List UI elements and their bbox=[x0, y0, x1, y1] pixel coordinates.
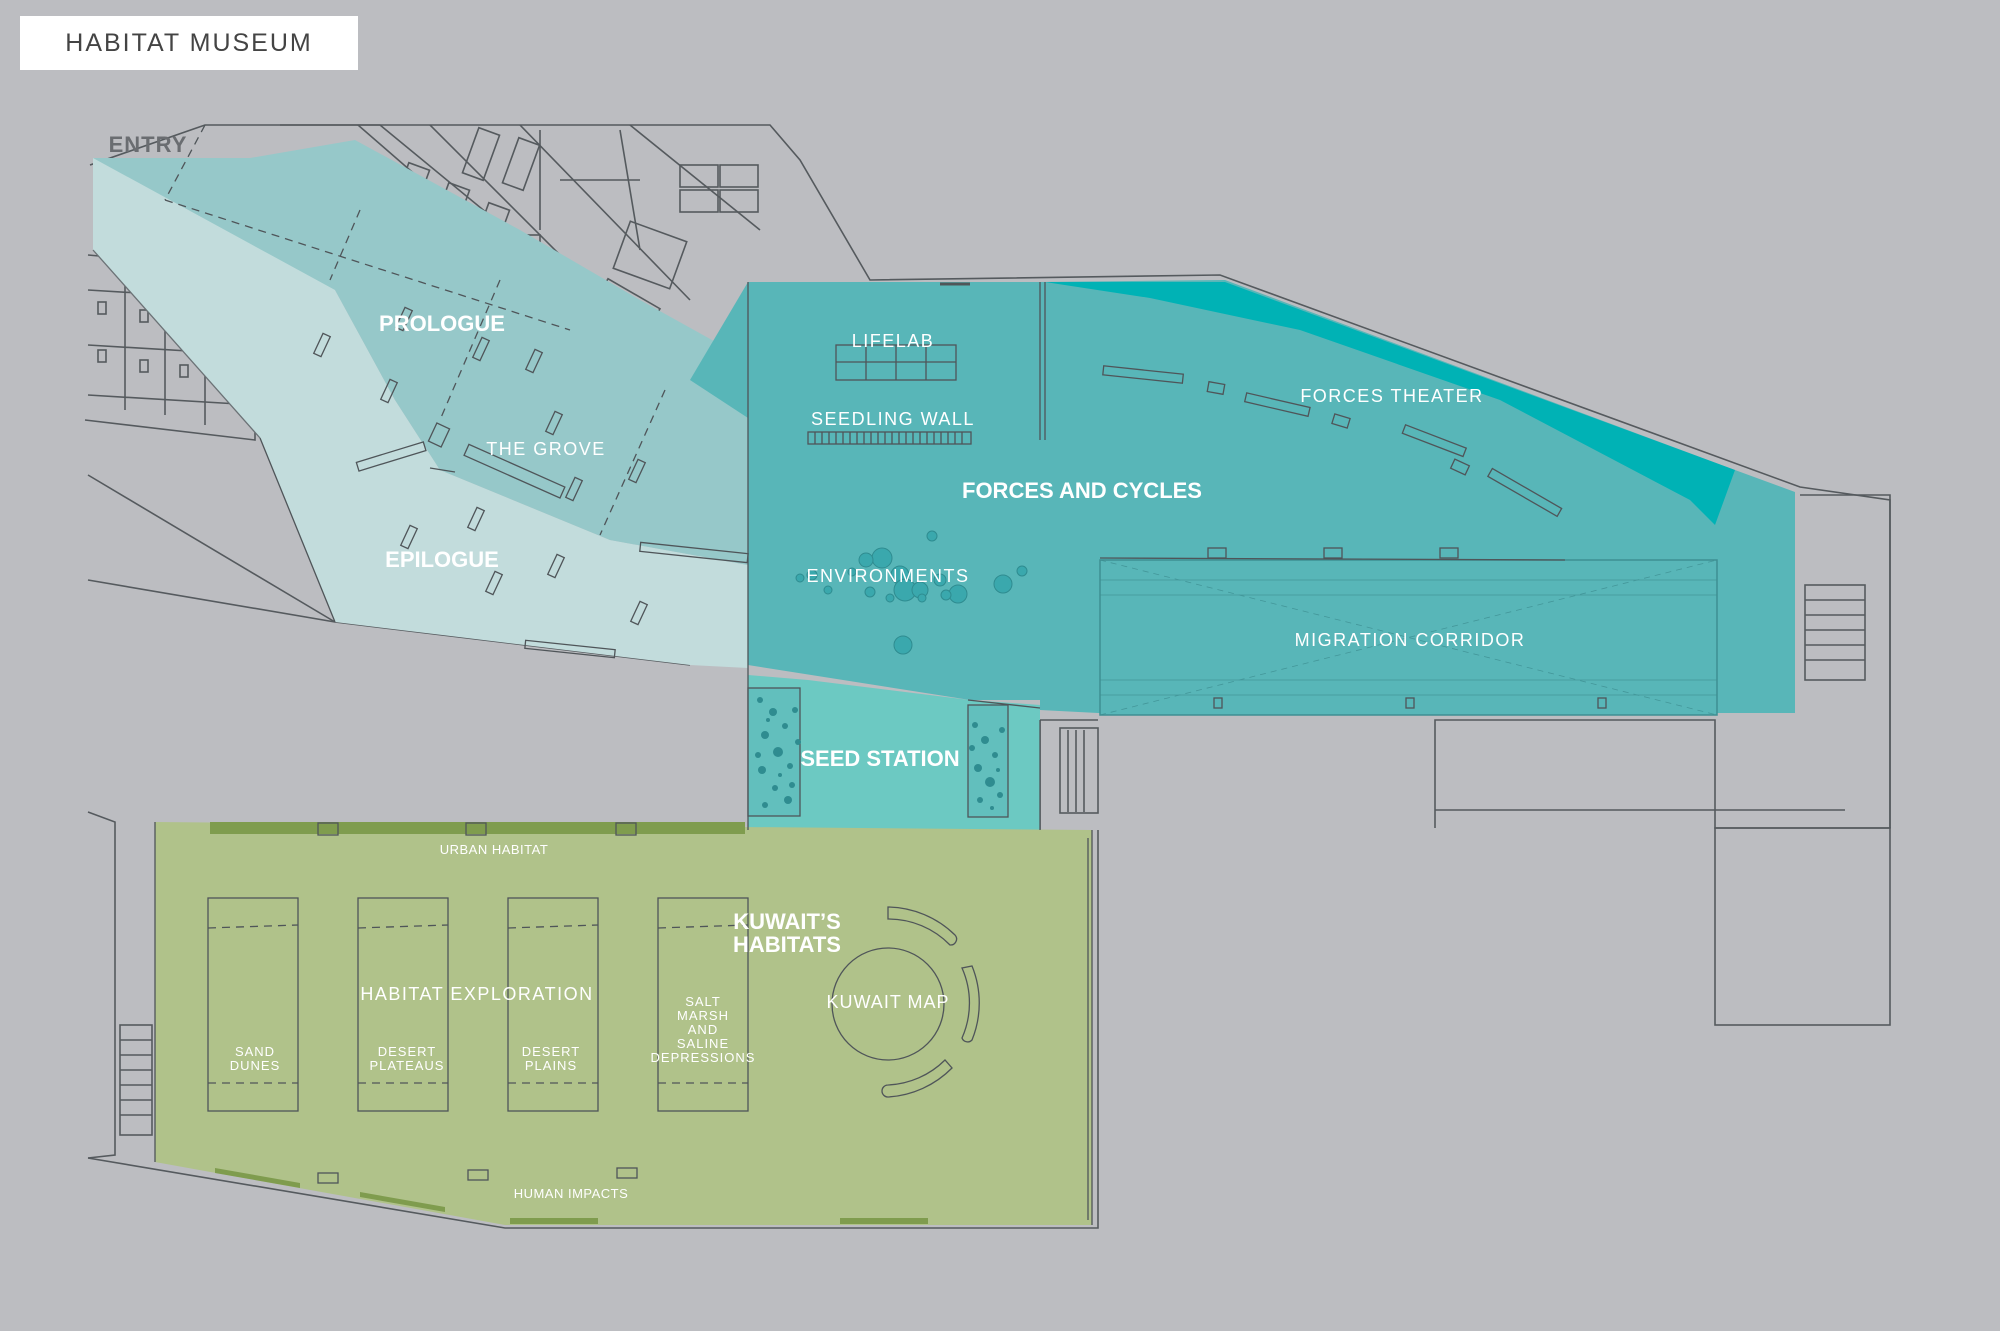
seed-station-dots bbox=[755, 697, 1005, 810]
environments-label: ENVIRONMENTS bbox=[806, 566, 969, 586]
salt-marsh-label-line5: DEPRESSIONS bbox=[651, 1050, 756, 1065]
human-impacts-walls bbox=[215, 1168, 928, 1224]
map-title: HABITAT MUSEUM bbox=[65, 28, 313, 57]
desert-plains-label-line1: DESERT bbox=[522, 1044, 581, 1059]
desert-plateaus-label-line1: DESERT bbox=[378, 1044, 437, 1059]
kuwaits-habitats-label-line2: HABITATS bbox=[733, 932, 841, 957]
salt-marsh-label-line2: MARSH bbox=[677, 1008, 729, 1023]
lifelab-label: LIFELAB bbox=[852, 331, 935, 351]
desert-plains-label-line2: PLAINS bbox=[525, 1058, 577, 1073]
lifelab-wedge bbox=[690, 282, 748, 418]
epilogue-label: EPILOGUE bbox=[385, 547, 499, 572]
kuwait-map-label: KUWAIT MAP bbox=[826, 992, 949, 1012]
sand-dunes-label-line1: SAND bbox=[235, 1044, 275, 1059]
seed-station-zone[interactable] bbox=[748, 675, 1040, 830]
forces-and-cycles-label: FORCES AND CYCLES bbox=[962, 478, 1202, 503]
the-grove-label: THE GROVE bbox=[486, 439, 606, 459]
zone-linework bbox=[92, 124, 1607, 1225]
human-impacts-label: HUMAN IMPACTS bbox=[514, 1186, 629, 1201]
forces-theater-label: FORCES THEATER bbox=[1300, 386, 1483, 406]
sand-dunes-label-line2: DUNES bbox=[230, 1058, 281, 1073]
seed-station-label: SEED STATION bbox=[800, 746, 959, 771]
prologue-zone[interactable] bbox=[93, 140, 748, 565]
urban-habitat-label: URBAN HABITAT bbox=[440, 842, 549, 857]
environments-bubbles bbox=[795, 530, 1028, 655]
epilogue-zone[interactable] bbox=[93, 158, 748, 668]
entry-label: ENTRY bbox=[109, 132, 188, 157]
salt-marsh-label-line1: SALT bbox=[685, 994, 721, 1009]
seedling-wall-label: SEEDLING WALL bbox=[811, 409, 975, 429]
salt-marsh-label-line4: SALINE bbox=[677, 1036, 729, 1051]
prologue-label: PROLOGUE bbox=[379, 311, 505, 336]
desert-plateaus-label-line2: PLATEAUS bbox=[370, 1058, 445, 1073]
habitat-exploration-label: HABITAT EXPLORATION bbox=[360, 984, 593, 1004]
map-title-box: HABITAT MUSEUM bbox=[20, 16, 358, 70]
migration-corridor-label: MIGRATION CORRIDOR bbox=[1295, 630, 1526, 650]
kuwaits-habitats-label-line1: KUWAIT’S bbox=[733, 909, 841, 934]
back-of-house-linework bbox=[84, 124, 1891, 1229]
urban-habitat-wall bbox=[210, 822, 745, 834]
kuwaits-habitats-zone[interactable] bbox=[155, 822, 1092, 1225]
salt-marsh-label-line3: AND bbox=[688, 1022, 718, 1037]
